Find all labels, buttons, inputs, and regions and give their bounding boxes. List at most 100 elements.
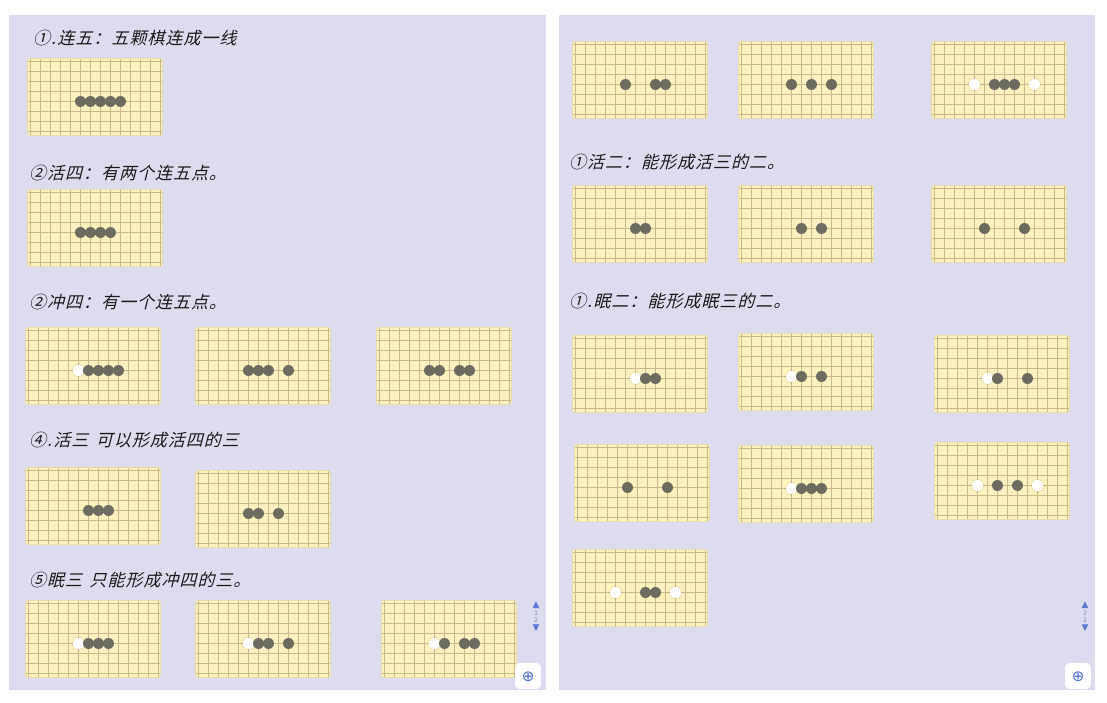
white-stone	[72, 364, 84, 376]
black-stone	[262, 364, 274, 376]
page-current: 1	[534, 610, 538, 617]
board-sleep-three-2	[195, 600, 331, 678]
black-stone	[795, 222, 807, 234]
black-stone	[988, 78, 1000, 90]
black-stone	[82, 637, 94, 649]
black-stone	[114, 95, 126, 107]
board-sleep-three-3	[381, 600, 517, 678]
black-stone	[649, 78, 661, 90]
black-stone	[815, 482, 827, 494]
black-stone	[104, 226, 116, 238]
zoom-in-icon[interactable]: ⊕	[1065, 663, 1091, 689]
black-stone	[649, 372, 661, 384]
white-stone	[242, 637, 254, 649]
black-stone	[92, 504, 104, 516]
black-stone	[272, 507, 284, 519]
white-stone	[785, 370, 797, 382]
page-scroller[interactable]: ▲ 1 2 ▼	[529, 601, 543, 647]
black-stone	[815, 222, 827, 234]
white-stone	[1031, 479, 1043, 491]
board-sleep-two-2	[738, 333, 874, 411]
black-stone	[92, 637, 104, 649]
black-stone	[84, 95, 96, 107]
board-sleep-three-4	[572, 41, 708, 119]
black-stone	[102, 504, 114, 516]
white-stone	[428, 637, 440, 649]
scroll-down-icon[interactable]: ▼	[1081, 623, 1089, 633]
page-total: 2	[1083, 617, 1087, 624]
black-stone	[74, 226, 86, 238]
black-stone	[112, 364, 124, 376]
black-stone	[1008, 78, 1020, 90]
black-stone	[423, 364, 435, 376]
black-stone	[104, 95, 116, 107]
black-stone	[463, 364, 475, 376]
scroll-down-icon[interactable]: ▼	[532, 623, 540, 633]
white-stone	[669, 586, 681, 598]
black-stone	[252, 637, 264, 649]
black-stone	[433, 364, 445, 376]
board-live-two-3	[931, 185, 1067, 263]
board-live-two-1	[572, 185, 708, 263]
black-stone	[242, 364, 254, 376]
black-stone	[102, 637, 114, 649]
black-stone	[458, 637, 470, 649]
board-live-three-1	[25, 467, 161, 545]
black-stone	[805, 482, 817, 494]
heading-sleep-three: ⑤眠三 只能形成冲四的三。	[29, 571, 252, 591]
black-stone	[242, 507, 254, 519]
black-stone	[661, 481, 673, 493]
black-stone	[453, 364, 465, 376]
black-stone	[991, 479, 1003, 491]
black-stone	[84, 226, 96, 238]
black-stone	[795, 370, 807, 382]
white-stone	[609, 586, 621, 598]
white-stone	[1028, 78, 1040, 90]
white-stone	[971, 479, 983, 491]
black-stone	[468, 637, 480, 649]
black-stone	[659, 78, 671, 90]
board-live-three-2	[195, 470, 331, 548]
white-stone	[72, 637, 84, 649]
zoom-in-icon[interactable]: ⊕	[515, 663, 541, 689]
black-stone	[1018, 222, 1030, 234]
heading-rush-four: ②冲四：有一个连五点。	[29, 293, 227, 313]
black-stone	[785, 78, 797, 90]
white-stone	[981, 372, 993, 384]
black-stone	[82, 504, 94, 516]
black-stone	[1011, 479, 1023, 491]
black-stone	[92, 364, 104, 376]
black-stone	[978, 222, 990, 234]
black-stone	[815, 370, 827, 382]
black-stone	[438, 637, 450, 649]
board-sleep-three-5	[738, 41, 874, 119]
board-live-four	[27, 189, 163, 267]
page-current: 2	[1083, 610, 1087, 617]
scroll-up-icon[interactable]: ▲	[532, 600, 540, 610]
black-stone	[825, 78, 837, 90]
heading-live-two: ①活二：能形成活三的二。	[569, 153, 785, 173]
white-stone	[785, 482, 797, 494]
black-stone	[639, 222, 651, 234]
black-stone	[252, 364, 264, 376]
white-stone	[968, 78, 980, 90]
black-stone	[282, 637, 294, 649]
black-stone	[991, 372, 1003, 384]
black-stone	[282, 364, 294, 376]
black-stone	[619, 78, 631, 90]
black-stone	[998, 78, 1010, 90]
black-stone	[74, 95, 86, 107]
black-stone	[621, 481, 633, 493]
black-stone	[252, 507, 264, 519]
black-stone	[639, 372, 651, 384]
black-stone	[82, 364, 94, 376]
heading-five-in-row: ①.连五：五颗棋连成一线	[33, 29, 238, 49]
board-sleep-two-5	[738, 445, 874, 523]
scroll-up-icon[interactable]: ▲	[1081, 600, 1089, 610]
board-sleep-three-6	[931, 41, 1067, 119]
page-scroller[interactable]: ▲ 2 2 ▼	[1078, 601, 1092, 647]
board-sleep-two-3	[934, 335, 1070, 413]
board-rush-four-2	[195, 327, 331, 405]
white-stone	[629, 372, 641, 384]
black-stone	[629, 222, 641, 234]
